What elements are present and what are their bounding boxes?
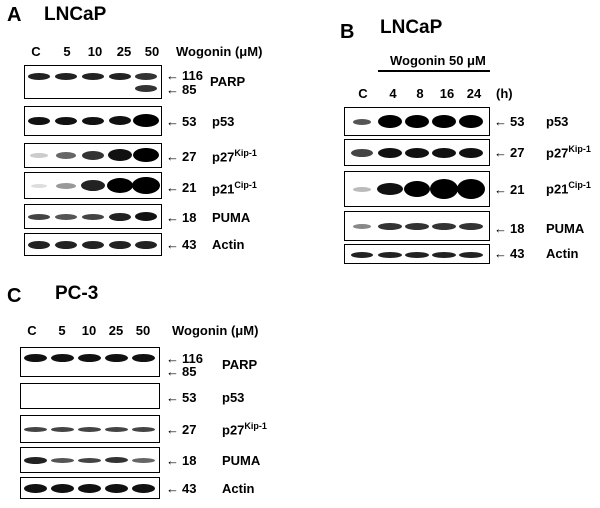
panel-c-p27-blot (20, 415, 160, 443)
panel-a-letter: A (7, 4, 22, 26)
panel-a-p27-label: p27Kip-1 (212, 148, 257, 165)
panel-b-letter: B (340, 21, 355, 43)
panel-b-lane-label: 24 (466, 86, 482, 101)
panel-c-puma-blot (20, 447, 160, 473)
panel-b-title: LNCaP (380, 17, 443, 38)
panel-c-lane-label: 50 (135, 323, 151, 338)
panel-a-actin-blot (24, 233, 162, 256)
panel-a-lane-label: 50 (144, 44, 160, 59)
panel-a-parp-blot (24, 65, 162, 99)
panel-b-treatment-bar (378, 70, 490, 72)
panel-a-parp-mw-85: ←85 (166, 82, 197, 97)
panel-a-puma-blot (24, 204, 162, 229)
panel-b-actin-blot (344, 244, 490, 264)
panel-b-p53-mw: ←53 (494, 114, 525, 129)
panel-a-p53-mw: ←53 (166, 114, 197, 129)
panel-a-condition-label: Wogonin (μM) (176, 44, 263, 59)
panel-a-puma-mw: ←18 (166, 210, 197, 225)
panel-b-p21-blot (344, 171, 490, 207)
panel-c-lane-label: 5 (58, 323, 66, 338)
panel-c-lane-label: C (27, 323, 37, 338)
panel-c-parp-mw-85: ←85 (166, 364, 197, 379)
panel-c-lane-label: 10 (81, 323, 97, 338)
panel-c-p27-mw: ←27 (166, 422, 197, 437)
panel-b-lane-label: 16 (439, 86, 455, 101)
panel-c-actin-mw: ←43 (166, 481, 197, 496)
panel-c-actin-blot (20, 477, 160, 499)
panel-c-p27-label: p27Kip-1 (222, 421, 267, 438)
panel-a-actin-mw: ←43 (166, 237, 197, 252)
panel-b-p53-blot (344, 107, 490, 136)
panel-b-lane-label: 4 (389, 86, 397, 101)
panel-a-p21-blot (24, 172, 162, 199)
panel-b-p53-label: p53 (546, 114, 569, 129)
panel-a-parp-mw-116: ←116 (166, 68, 203, 83)
panel-a-p21-label: p21Cip-1 (212, 180, 257, 197)
panel-a-p53-label: p53 (212, 114, 235, 129)
panel-b-actin-label: Actin (546, 246, 579, 261)
panel-c-title: PC-3 (55, 283, 99, 304)
panel-b-lane-label: C (358, 86, 368, 101)
panel-a-puma-label: PUMA (212, 210, 251, 225)
panel-b-time-unit: (h) (496, 86, 513, 101)
panel-a-actin-label: Actin (212, 237, 245, 252)
panel-a-p27-mw: ←27 (166, 149, 197, 164)
panel-b-actin-mw: ←43 (494, 246, 525, 261)
panel-a-p53-blot (24, 106, 162, 136)
panel-a-p21-mw: ←21 (166, 180, 197, 195)
panel-a-lane-label: 25 (116, 44, 132, 59)
panel-b-p21-mw: ←21 (494, 182, 525, 197)
panel-b-p27-label: p27Kip-1 (546, 144, 591, 161)
panel-b-puma-mw: ←18 (494, 221, 525, 236)
panel-c-lane-label: 25 (108, 323, 124, 338)
panel-c-puma-mw: ←18 (166, 453, 197, 468)
panel-c-p53-label: p53 (222, 390, 245, 405)
panel-c-parp-mw-116: ←116 (166, 351, 203, 366)
panel-c-p53-blot (20, 383, 160, 409)
panel-a-lane-label: 10 (87, 44, 103, 59)
panel-b-p27-mw: ←27 (494, 145, 525, 160)
panel-c-p53-mw: ←53 (166, 390, 197, 405)
panel-c-parp-label: PARP (222, 357, 258, 372)
panel-b-lane-label: 8 (416, 86, 424, 101)
panel-a-parp-label: PARP (210, 74, 246, 89)
panel-c-puma-label: PUMA (222, 453, 261, 468)
panel-b-p21-label: p21Cip-1 (546, 180, 591, 197)
panel-b-puma-label: PUMA (546, 221, 585, 236)
panel-c-letter: C (7, 285, 22, 307)
panel-a-p27-blot (24, 143, 162, 168)
panel-a-title: LNCaP (44, 4, 107, 25)
panel-a-lane-label: C (31, 44, 41, 59)
panel-b-p27-blot (344, 139, 490, 166)
panel-c-parp-blot (20, 347, 160, 377)
panel-c-condition-label: Wogonin (μM) (172, 323, 259, 338)
panel-b-puma-blot (344, 211, 490, 241)
panel-c-actin-label: Actin (222, 481, 255, 496)
panel-a-lane-label: 5 (63, 44, 71, 59)
panel-b-treatment-label: Wogonin 50 μM (390, 53, 486, 68)
